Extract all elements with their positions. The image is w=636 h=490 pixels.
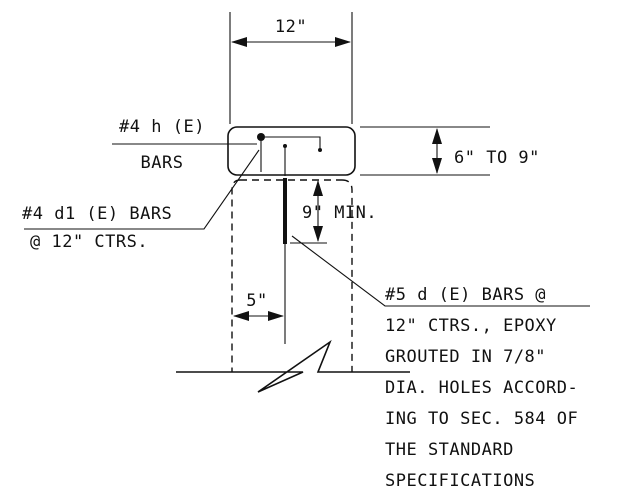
offset-arrow-right bbox=[268, 311, 284, 321]
h-bar-end-dot bbox=[318, 148, 322, 152]
offset-dimension: 5" bbox=[233, 291, 284, 321]
offset-arrow-left bbox=[233, 311, 249, 321]
embed-arrow-top bbox=[313, 180, 323, 196]
d1-bars-leader bbox=[24, 149, 260, 230]
break-line bbox=[176, 339, 410, 393]
d-bars-line-3: GROUTED IN 7/8" bbox=[385, 347, 546, 367]
depth-dimension: 6" TO 9" bbox=[360, 126, 540, 176]
embed-label: 9" MIN. bbox=[302, 203, 377, 223]
width-dimension: 12" bbox=[229, 12, 353, 124]
offset-label: 5" bbox=[246, 291, 267, 311]
d1-bars-line-1: #4 d1 (E) BARS bbox=[22, 204, 172, 224]
cap-slab bbox=[227, 126, 356, 176]
h-bar-top bbox=[265, 136, 321, 148]
depth-arrow-top bbox=[432, 128, 442, 144]
stem-left-edge bbox=[231, 179, 241, 372]
width-arrow-left bbox=[231, 37, 247, 47]
h-bars-line-2: BARS bbox=[141, 153, 184, 173]
embed-dimension: 9" MIN. bbox=[290, 180, 377, 244]
reinforcing-bars bbox=[257, 133, 322, 344]
d-bars-leader bbox=[291, 235, 590, 307]
d-bars-line-6: THE STANDARD bbox=[385, 440, 514, 460]
width-arrow-right bbox=[335, 37, 351, 47]
callout-h-bars: #4 h (E) BARS bbox=[112, 117, 257, 173]
depth-arrow-bottom bbox=[432, 158, 442, 174]
depth-label: 6" TO 9" bbox=[454, 148, 540, 168]
d1-bars-line-2: @ 12" CTRS. bbox=[30, 232, 148, 252]
d-bars-line-7: SPECIFICATIONS bbox=[385, 471, 535, 490]
d-bars-line-2: 12" CTRS., EPOXY bbox=[385, 316, 557, 336]
d-bar-top-dot bbox=[283, 144, 287, 148]
d-bars-line-1: #5 d (E) BARS @ bbox=[385, 285, 546, 305]
stem-right-edge bbox=[341, 179, 353, 372]
d-bars-line-5: ING TO SEC. 584 OF bbox=[385, 409, 578, 429]
h-bars-line-1: #4 h (E) bbox=[119, 117, 205, 137]
callout-d-bars: #5 d (E) BARS @ 12" CTRS., EPOXY GROUTED… bbox=[291, 235, 590, 490]
callout-d1-bars: #4 d1 (E) BARS @ 12" CTRS. bbox=[22, 149, 260, 252]
width-label: 12" bbox=[275, 17, 307, 37]
embed-arrow-bottom bbox=[313, 226, 323, 242]
h-bar-dot bbox=[257, 133, 265, 141]
d-bars-line-4: DIA. HOLES ACCORD- bbox=[385, 378, 578, 398]
